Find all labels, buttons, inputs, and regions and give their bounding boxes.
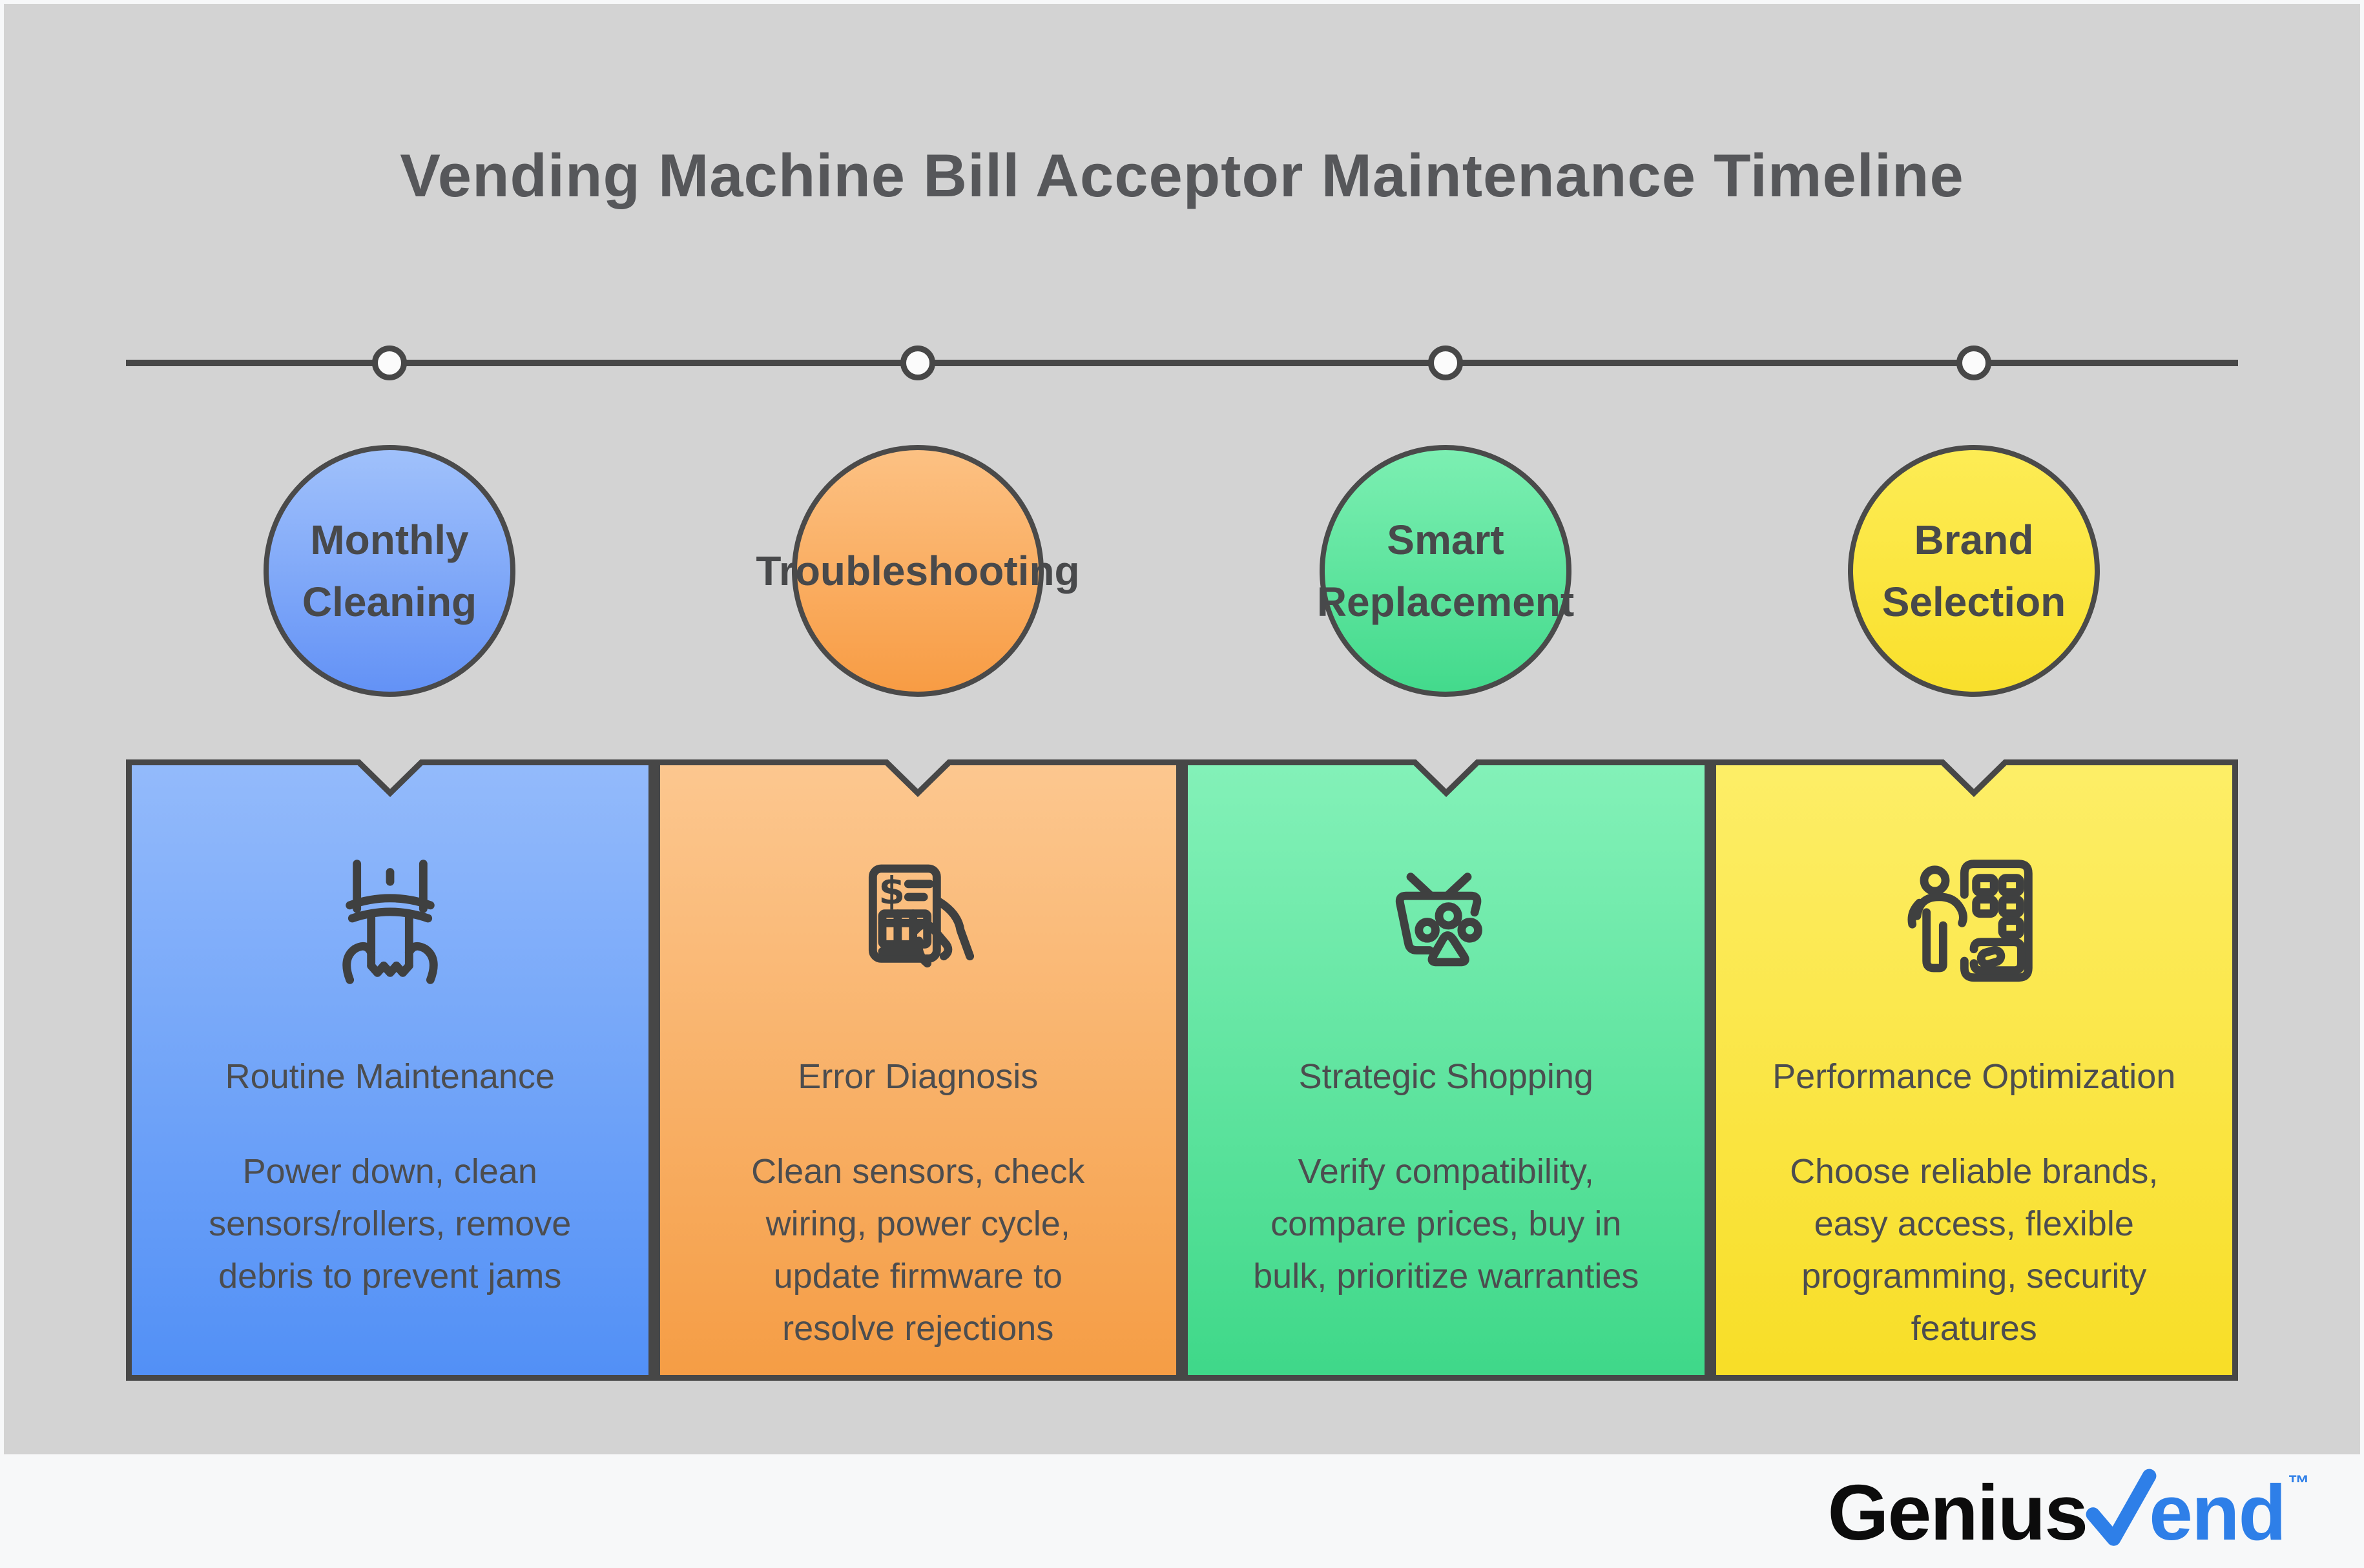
- card-performance-optimization: Performance Optimization Choose reliable…: [1710, 759, 2238, 1381]
- svg-text:$: $: [879, 869, 906, 913]
- brand-logo-genius: Genius: [1827, 1469, 2089, 1556]
- step-circle-monthly-cleaning: Monthly Cleaning: [264, 445, 515, 697]
- card-title: Strategic Shopping: [1298, 1057, 1593, 1096]
- step-circle-label: Monthly Cleaning: [302, 517, 477, 625]
- card-routine-maintenance: Routine Maintenance Power down, clean se…: [126, 759, 654, 1381]
- step-circle-smart-replacement: Smart Replacement: [1316, 445, 1575, 697]
- card-strategic-shopping: Strategic Shopping Verify compatibility,…: [1182, 759, 1710, 1381]
- card-notch: [882, 759, 954, 798]
- timeline-line: [126, 360, 2238, 366]
- card-body: Power down, clean sensors/rollers, remov…: [209, 1151, 572, 1295]
- step-circle-brand-selection: Brand Selection: [1848, 445, 2100, 697]
- trademark-symbol: ™: [2288, 1471, 2310, 1496]
- step-circles: Monthly Cleaning Troubleshooting Smart R…: [126, 445, 2238, 697]
- card-body: Choose reliable brands, easy access, fle…: [1790, 1151, 2159, 1348]
- invoice-diagnosis-hand-icon: $: [847, 854, 989, 996]
- brand-logo-vend: end: [2149, 1469, 2286, 1556]
- page-title: Vending Machine Bill Acceptor Maintenanc…: [400, 141, 1964, 209]
- bill-insertion-hands-icon: [319, 854, 461, 996]
- card-title: Performance Optimization: [1772, 1057, 2176, 1096]
- timeline-node-1: [372, 346, 407, 380]
- step-circle-label: Troubleshooting: [756, 548, 1080, 594]
- checkmark-v-icon: [2086, 1469, 2157, 1546]
- card-title: Error Diagnosis: [798, 1057, 1039, 1096]
- timeline-node-3: [1428, 346, 1463, 380]
- timeline-node-2: [900, 346, 935, 380]
- infographic-canvas: Vending Machine Bill Acceptor Maintenanc…: [4, 4, 2360, 1454]
- brand-logo: Genius end ™: [1828, 1467, 2310, 1558]
- card-body: Clean sensors, check wiring, power cycle…: [751, 1151, 1085, 1348]
- person-vending-machine-icon: [1903, 854, 2045, 996]
- card-title: Routine Maintenance: [225, 1057, 555, 1096]
- step-cards: Routine Maintenance Power down, clean se…: [126, 759, 2238, 1381]
- card-notch: [1938, 759, 2010, 798]
- card-error-diagnosis: $ Error Diagnosis Clean sensors, check w…: [654, 759, 1182, 1381]
- card-body: Verify compatibility, compare prices, bu…: [1253, 1151, 1639, 1295]
- timeline: [126, 346, 2238, 380]
- step-circle-troubleshooting: Troubleshooting: [756, 445, 1080, 697]
- shopping-basket-items-icon: [1375, 854, 1517, 996]
- card-notch: [354, 759, 426, 798]
- card-notch: [1410, 759, 1482, 798]
- step-circle-label: Smart Replacement: [1316, 517, 1575, 625]
- step-circle-label: Brand Selection: [1882, 517, 2066, 625]
- timeline-node-4: [1956, 346, 1991, 380]
